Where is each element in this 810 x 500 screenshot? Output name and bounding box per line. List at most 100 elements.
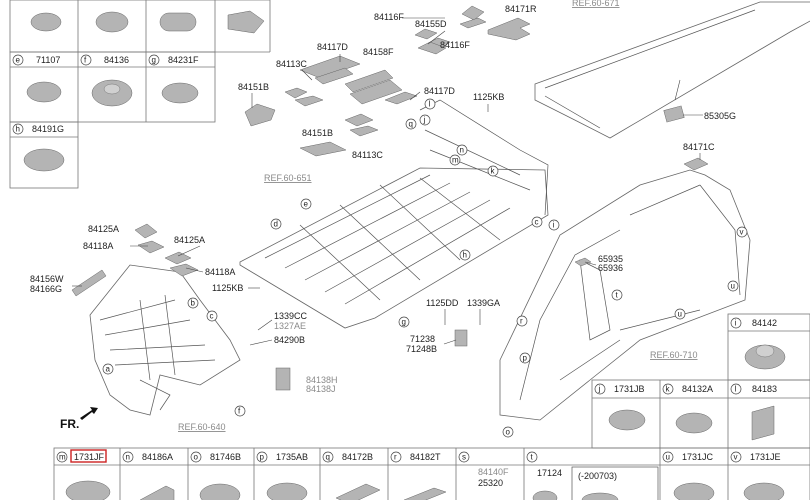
ref-60-651[interactable]: REF.60-651 [264, 173, 312, 183]
leader-lines [72, 17, 701, 346]
callout-u2: u [678, 310, 682, 319]
bottom-letter-q: q [326, 453, 330, 462]
label-84118A-a: 84118A [83, 241, 113, 251]
bottom-letter-s: s [462, 453, 466, 462]
label-1125KB-b: 1125KB [212, 283, 243, 293]
label-84113C-b: 84113C [352, 150, 383, 160]
ref-60-671[interactable]: REF.60-671 [572, 0, 620, 8]
grid-code-84231F: 84231F [168, 55, 199, 65]
label-84171R: 84171R [505, 4, 537, 14]
bottom-letter-m: m [59, 453, 66, 462]
label-1327AE: 1327AE [274, 321, 306, 331]
grid-code-71107: 71107 [36, 55, 60, 65]
right-letter-j: j [598, 385, 601, 394]
grid-code-84136: 84136 [104, 55, 129, 65]
callout-c2: c [210, 312, 214, 321]
label-84166G: 84166G [30, 284, 62, 294]
label-85305G: 85305G [704, 111, 736, 121]
label-1125KB-a: 1125KB [473, 92, 504, 102]
grid-letter-g: g [152, 56, 156, 65]
part-labels: 84116F 84155D 84171R 84117D 84158F 84116… [30, 4, 736, 394]
grid-letter-f: f [84, 56, 87, 65]
label-84116F-b: 84116F [440, 40, 470, 50]
bottom-code-1735AB: 1735AB [276, 452, 308, 462]
callout-d: d [274, 220, 278, 229]
callout-i: i [553, 221, 555, 230]
grid-code-84191G: 84191G [32, 124, 64, 134]
bottom-code-84182T: 84182T [410, 452, 441, 462]
callout-g: g [402, 318, 406, 327]
label-84118A-b: 84118A [205, 267, 235, 277]
callout-q: q [409, 120, 413, 129]
label-1339GA: 1339GA [467, 298, 500, 308]
label-84158F: 84158F [363, 47, 394, 57]
callout-letters: l q j n m k c i d e b c h g a f v u t u … [102, 98, 748, 438]
label-84138H: 84138H [306, 375, 338, 385]
highlight-box-1731JF [70, 449, 107, 463]
right-letter-i: i [735, 319, 737, 328]
bottom-letter-p: p [260, 453, 265, 462]
label-84116F-a: 84116F [374, 12, 404, 22]
label-1125DD: 1125DD [426, 298, 459, 308]
bottom-code-84186A: 84186A [142, 452, 173, 462]
bottom-letter-r: r [394, 453, 397, 462]
bottom-letter-t: t [531, 453, 534, 462]
callout-m: m [452, 156, 459, 165]
bottom-date-note: (-200703) [578, 471, 617, 481]
bottom-code-84172B: 84172B [342, 452, 373, 462]
label-84151B-a: 84151B [238, 82, 269, 92]
right-code-84132A: 84132A [682, 384, 713, 394]
label-84138J: 84138J [306, 384, 336, 394]
callout-l: l [429, 100, 431, 109]
callout-e: e [304, 200, 309, 209]
bottom-letter-n: n [126, 453, 130, 462]
callout-r: r [520, 317, 523, 326]
parts-grid-right: i 84142 j 1731JB k 84132A l 84183 [591, 313, 810, 449]
right-code-84183: 84183 [752, 384, 777, 394]
bottom-letter-u: u [666, 453, 670, 462]
callout-k: k [491, 167, 496, 176]
label-1339CC: 1339CC [274, 311, 308, 321]
bottom-code-1731JF: 1731JF [74, 452, 105, 462]
floor-pan [239, 99, 549, 329]
grid-letter-e: e [16, 56, 21, 65]
parts-grid-bottom: m 1731JF n 84186A o 81746B p 1735AB q 84… [53, 447, 810, 500]
front-label: FR. [60, 417, 79, 431]
ref-60-640[interactable]: REF.60-640 [178, 422, 226, 432]
grid-letter-h: h [16, 125, 20, 134]
bottom-letter-o: o [194, 453, 199, 462]
right-letter-k: k [666, 385, 671, 394]
label-84113C-a: 84113C [276, 59, 307, 69]
callout-h: h [463, 251, 467, 260]
label-65935: 65935 [598, 254, 623, 264]
label-84117D-a: 84117D [317, 42, 348, 52]
label-71238: 71238 [410, 334, 435, 344]
bottom-code-25320: 25320 [478, 478, 503, 488]
label-71248B: 71248B [406, 344, 437, 354]
callout-u: u [731, 282, 735, 291]
callout-t: t [616, 291, 619, 300]
bottom-code-84140F: 84140F [478, 467, 509, 477]
label-84155D: 84155D [415, 19, 447, 29]
callout-n: n [460, 146, 464, 155]
callout-c: c [535, 218, 539, 227]
label-84125A-a: 84125A [88, 224, 119, 234]
ref-60-710[interactable]: REF.60-710 [650, 350, 698, 360]
label-84117D-b: 84117D [424, 86, 455, 96]
roof-panel [534, 1, 810, 139]
label-84290B: 84290B [274, 335, 305, 345]
parts-grid-top-left: e 71107 f 84136 g 84231F h 84191G [9, 0, 271, 189]
floor-small-parts [244, 5, 531, 391]
front-arrow: FR. [60, 407, 98, 431]
label-65936: 65936 [598, 263, 623, 273]
bottom-code-1731JE: 1731JE [750, 452, 781, 462]
right-letter-l: l [735, 385, 737, 394]
callout-v: v [740, 228, 744, 237]
label-84151B-b: 84151B [302, 128, 333, 138]
bottom-code-81746B: 81746B [210, 452, 241, 462]
callout-b: b [191, 299, 196, 308]
ref-labels: REF.60-671 REF.60-651 REF.60-640 REF.60-… [178, 0, 698, 432]
front-structure [71, 223, 241, 416]
label-84125A-b: 84125A [174, 235, 205, 245]
